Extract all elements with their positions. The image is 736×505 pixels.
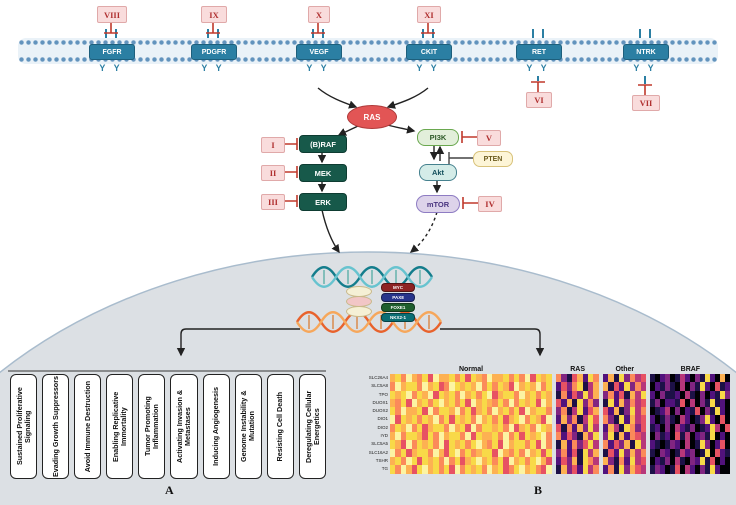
inhibitor-iv: IV — [478, 196, 502, 212]
hallmark-box: Avoid Immune Destruction — [74, 374, 102, 479]
receptor-fgfr: FGFR — [89, 44, 135, 60]
heatmap-row: SLC5A8 — [352, 382, 734, 391]
inhibition-lines-pi3k-mtor — [461, 131, 478, 209]
tf-pill: FOXE1 — [381, 303, 415, 312]
hallmark-box: Tumor Promoting Inflammation — [138, 374, 166, 479]
receptor-tail-icon — [516, 63, 560, 73]
inhibitor-iii: III — [261, 194, 285, 210]
hallmark-box: Sustained Proliferative Signaling — [10, 374, 38, 479]
heatmap-row: TG — [352, 465, 734, 474]
inhibitor-vi: VI — [526, 92, 552, 108]
receptor-ret: RET — [516, 44, 562, 60]
heatmap-row: SLC16A2 — [352, 448, 734, 457]
dna-helix-bottom — [295, 311, 443, 333]
inhibitor-x: X — [308, 6, 330, 23]
node-braf: (B)RAF — [299, 135, 347, 153]
inhibitor-vii: VII — [632, 95, 660, 111]
receptor-tail-icon — [623, 63, 667, 73]
heatmap-row: TPO — [352, 390, 734, 399]
node-ras: RAS — [347, 105, 397, 129]
heatmap-row-label: DIO1 — [377, 416, 388, 422]
hallmark-box: Deregulating Cellular Energetics — [298, 374, 326, 479]
hallmark-box: Enabling Replicative Immortality — [106, 374, 134, 479]
heatmap-row: SLC5A5 — [352, 440, 734, 449]
node-akt: Akt — [419, 164, 457, 181]
inhibition-lines-top — [104, 21, 435, 34]
hallmark-box: Resisting Cell Death — [266, 374, 294, 479]
heatmap-row-label: TSHR — [375, 457, 388, 463]
receptor-tail-icon — [296, 63, 340, 73]
receptor-vegf: VEGF — [296, 44, 342, 60]
heatmap-row-label: SLC5A5 — [371, 441, 388, 447]
heatmap-row-label: TG — [381, 466, 388, 472]
receptor-tail-icon — [191, 63, 235, 73]
heatmap-row: SLC26A4 — [352, 374, 734, 383]
node-erk: ERK — [299, 193, 347, 211]
heatmap-row-label: SLC26A4 — [368, 375, 388, 380]
receptor-ckit: CKIT — [406, 44, 452, 60]
heatmap-group-label: Other — [615, 366, 635, 373]
hallmark-box: Evading Growth Suppressors — [42, 374, 70, 479]
heatmap-group-label: RAS — [570, 366, 585, 373]
node-pi3k: PI3K — [417, 129, 459, 146]
inhibitor-v: V — [477, 130, 501, 146]
tf-pill: NKX2-1 — [381, 313, 415, 322]
inhibitor-xi: XI — [417, 6, 441, 23]
heatmap-row-label: SLC16A2 — [368, 449, 388, 455]
heatmap-row: DUOX1 — [352, 398, 734, 408]
inhibition-lines-mapk — [283, 138, 298, 207]
heatmap-row: DIO2 — [352, 423, 734, 433]
tf-pill: MYC — [381, 283, 415, 292]
heatmap-row: TSHR — [352, 456, 734, 466]
receptor-ntrk: NTRK — [623, 44, 669, 60]
heatmap-row-label: DIO2 — [377, 424, 388, 430]
hallmark-box: Inducing Angiogenesis — [202, 374, 230, 479]
heatmap-row: DIO1 — [352, 415, 734, 424]
inhibitor-i: I — [261, 137, 285, 153]
heatmap-row: IYD — [352, 432, 734, 441]
heatmap-header: Normal RAS Other BRAF — [352, 363, 734, 373]
receptor-tail-icon — [406, 63, 450, 73]
pten-inhibition — [448, 152, 473, 164]
panel-a-label: A — [165, 483, 174, 497]
node-pten: PTEN — [473, 151, 513, 167]
inhibitor-ix: IX — [201, 6, 227, 23]
nucleosome-oval — [346, 306, 372, 317]
inhibitor-ii: II — [261, 165, 285, 181]
hallmark-box: Genome Instability & Mutation — [234, 374, 262, 479]
inhibitor-viii: VIII — [97, 6, 127, 23]
heatmap-row-label: DUOX1 — [372, 399, 388, 405]
heatmap-row-label: TPO — [378, 391, 388, 397]
receptor-pdgfr: PDGFR — [191, 44, 237, 60]
heatmap-group-label: BRAF — [680, 366, 701, 373]
node-mtor: mTOR — [416, 195, 460, 213]
heatmap-row-label: DUOX2 — [372, 408, 388, 414]
heatmap-group-label: Normal — [458, 366, 484, 373]
heatmap-row-label: SLC5A8 — [371, 383, 388, 389]
heatmap-row-label: IYD — [380, 433, 388, 439]
receptor-tail-icon — [89, 63, 133, 73]
tf-pill: PAX8 — [381, 293, 415, 302]
heatmap-row: DUOX2 — [352, 407, 734, 416]
hallmark-box: Activating Invasion & Metastases — [170, 374, 198, 479]
panel-b-label: B — [534, 483, 543, 497]
node-mek: MEK — [299, 164, 347, 182]
